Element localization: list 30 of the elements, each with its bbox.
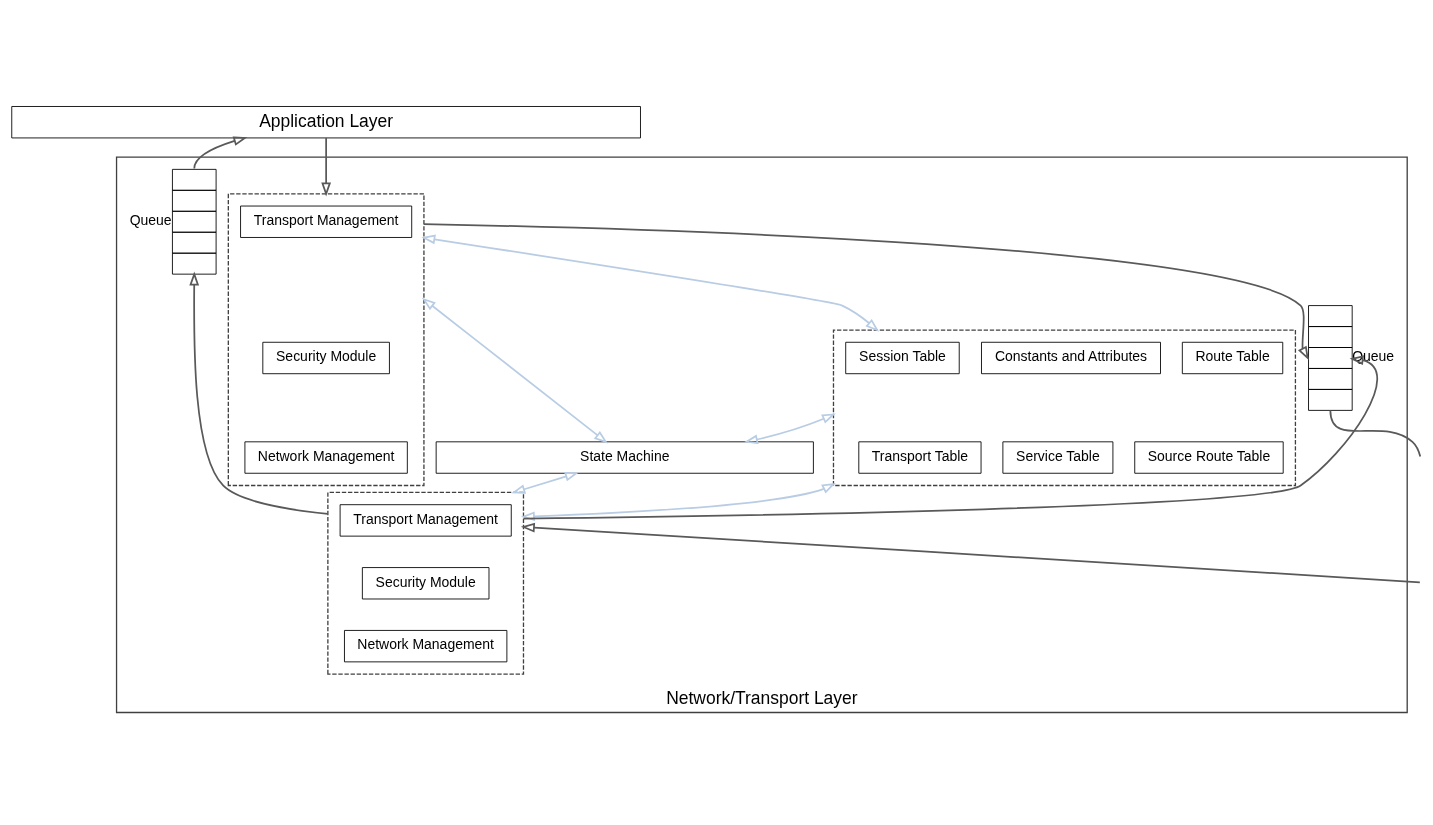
node-box: Security Module	[361, 566, 490, 599]
node-box: Transport Management	[339, 503, 512, 537]
node-box: State Machine	[435, 440, 814, 474]
arrow	[520, 522, 1421, 583]
arrow	[189, 271, 329, 515]
arrow	[423, 222, 1309, 360]
node-box: Network Management	[244, 440, 408, 474]
node-box: Application Layer	[11, 105, 641, 138]
cluster	[832, 328, 1297, 486]
arrow	[511, 471, 579, 494]
node-box: Network Management	[344, 629, 508, 662]
arrow	[421, 234, 880, 332]
arrow	[522, 354, 1379, 519]
cluster	[327, 491, 525, 675]
node-box: Transport Table	[858, 440, 982, 474]
node-box: Source Route Table	[1134, 440, 1284, 474]
arrow	[520, 482, 836, 521]
node-box: Session Table	[845, 341, 960, 374]
node-box: Service Table	[1002, 440, 1114, 474]
node-box: Route Table	[1181, 341, 1284, 374]
node-box: Security Module	[262, 341, 390, 374]
node-label: Queue	[129, 211, 172, 228]
arrow	[743, 412, 836, 444]
arrow	[421, 297, 608, 443]
arrow	[193, 135, 248, 169]
connector	[1329, 409, 1422, 457]
cluster	[227, 192, 425, 486]
arrow	[321, 136, 332, 196]
node-box: Transport Management	[240, 205, 413, 238]
node-box: Constants and Attributes	[981, 341, 1161, 374]
